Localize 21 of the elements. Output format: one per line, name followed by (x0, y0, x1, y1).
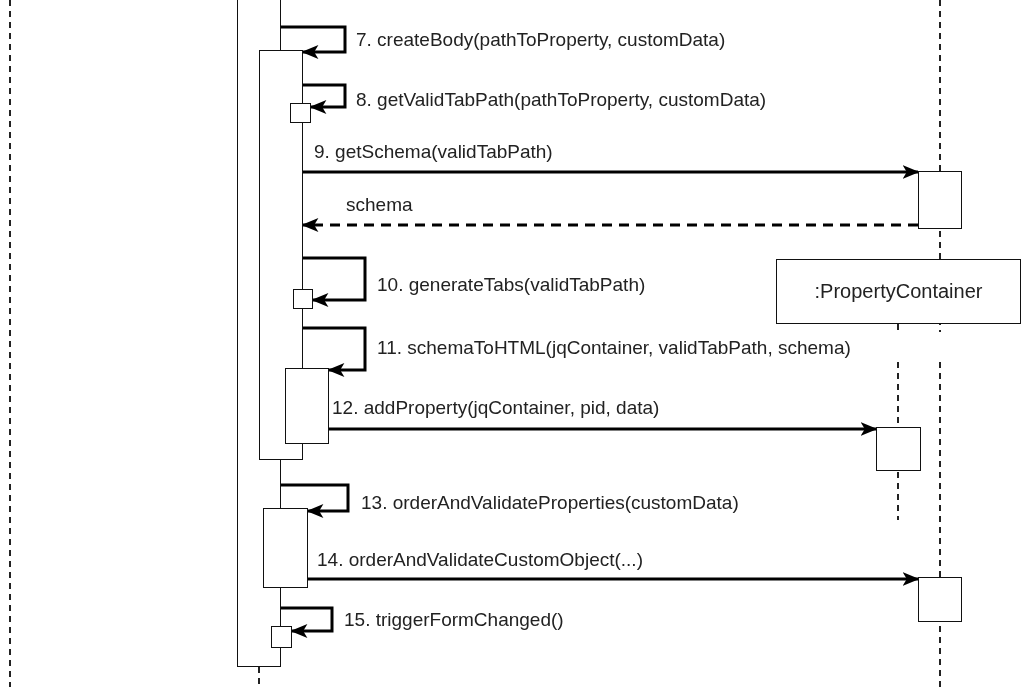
message-arrow (303, 83, 347, 114)
activation-bar (918, 171, 962, 229)
message-arrow (281, 483, 350, 518)
activation-bar (290, 103, 311, 123)
activation-bar (876, 427, 921, 471)
activation-bar (259, 50, 303, 460)
message-arrow (281, 606, 334, 638)
message-arrow (308, 572, 920, 586)
message-arrow (301, 218, 918, 232)
message-arrow (303, 165, 920, 179)
message-arrow (303, 256, 367, 307)
message-arrow (303, 326, 367, 377)
activation-bar (918, 577, 962, 622)
activation-bar (285, 368, 329, 444)
activation-bar (263, 508, 308, 588)
object-box (776, 259, 1021, 324)
activation-bar (293, 289, 313, 309)
activation-bar (271, 626, 292, 648)
message-arrow (329, 422, 878, 436)
object-name: :PropertyContainer (814, 280, 983, 303)
message-arrow (281, 25, 347, 59)
